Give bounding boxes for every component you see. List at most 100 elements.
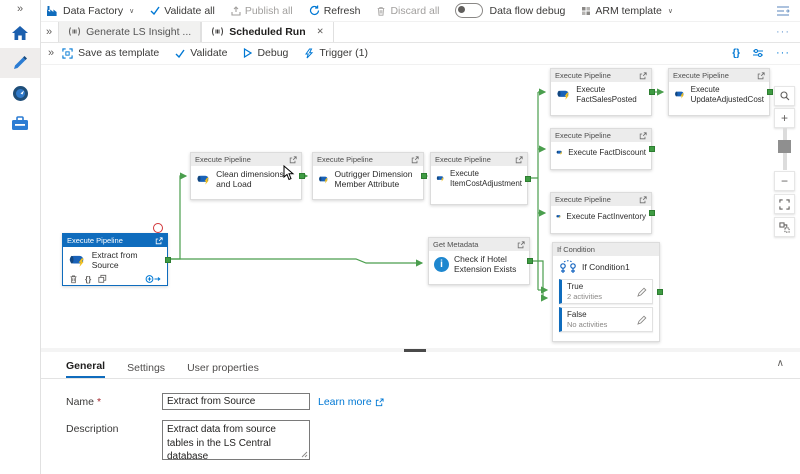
expand-tabs-button[interactable]: » [46,25,53,38]
chevron-down-icon: ∨ [667,7,674,15]
check-icon [175,49,185,58]
data-factory-menu[interactable]: Data Factory ∨ [46,5,134,17]
node-check-if-hotel-extension-exists[interactable]: Get Metadata i Check if Hotel Extension … [428,237,533,285]
auto-align-button[interactable] [774,217,795,237]
trigger-button[interactable]: Trigger (1) [304,47,368,59]
more-actions-menu[interactable]: ··· [776,47,790,59]
node-execute-factsalesposted[interactable]: Execute Pipeline Execute FactSalesPosted [550,68,655,116]
arm-template-label: ARM template [595,4,662,17]
delete-activity-icon[interactable] [69,274,78,284]
publish-all-button[interactable]: Publish all [231,5,293,17]
zoom-in-button[interactable]: + [774,108,795,128]
open-activity-icon[interactable] [639,71,647,80]
execute-pipeline-icon [557,90,569,100]
output-port[interactable] [649,146,655,152]
tab-scheduled-run[interactable]: Scheduled Run ✕ [201,21,334,42]
search-canvas-button[interactable] [774,86,795,106]
activity-code-icon[interactable]: {} [85,274,92,284]
output-port[interactable] [649,210,655,216]
output-port[interactable] [657,289,663,295]
zoom-out-button[interactable]: − [774,171,795,191]
node-name: Execute ItemCostAdjustment [449,169,523,188]
node-header: Execute Pipeline [551,69,651,82]
save-as-template-label: Save as template [78,47,160,59]
branch-label: False [567,310,587,319]
expand-sidebar-button[interactable]: » [16,3,24,15]
zoom-slider-handle[interactable] [778,140,791,153]
open-activity-icon[interactable] [289,155,297,164]
sidebar-item-author[interactable] [0,48,40,78]
if-true-branch[interactable]: True 2 activities [559,279,653,304]
node-execute-factdiscount[interactable]: Execute Pipeline Execute FactDiscount [550,128,655,170]
sidebar-item-home[interactable] [0,18,40,48]
output-port[interactable] [649,89,655,95]
pipeline-canvas[interactable]: Execute Pipeline Extract from Source {} … [40,64,800,348]
debug-button[interactable]: Debug [243,47,288,59]
open-activity-icon[interactable] [639,195,647,204]
get-metadata-icon: i [434,256,449,272]
panel-resize-handle[interactable] [404,348,426,352]
node-execute-updateadjustedcost[interactable]: Execute Pipeline Execute UpdateAdjustedC… [668,68,773,116]
sidebar-item-manage[interactable] [0,108,40,138]
show-notifications-panel-icon[interactable] [776,5,790,17]
open-activity-icon[interactable] [411,155,419,164]
node-name: Execute FactDiscount [568,147,646,157]
node-clean-dimensions-and-load[interactable]: Execute Pipeline Clean dimensions and Lo… [190,152,305,200]
node-if-condition1[interactable]: If Condition If Condition1 True 2 activi… [552,242,663,342]
output-port[interactable] [525,175,531,182]
open-activity-icon[interactable] [515,155,523,164]
tab-user-properties[interactable]: User properties [187,362,259,374]
lightning-icon [305,48,314,58]
open-activity-icon[interactable] [155,236,163,245]
pipeline-actions-toolbar: » Save as template Validate Debug Trigge… [40,42,800,65]
open-activity-icon[interactable] [517,240,525,249]
validate-all-button[interactable]: Validate all [150,5,215,17]
execute-pipeline-icon [556,215,561,219]
edit-branch-icon[interactable] [637,315,647,325]
settings-sliders-icon[interactable] [752,48,764,58]
gauge-icon [12,85,28,101]
output-port[interactable] [767,89,773,95]
output-port[interactable] [421,173,427,179]
tab-settings[interactable]: Settings [127,362,166,374]
chevron-down-icon: ∨ [129,7,135,15]
validate-label: Validate [190,47,228,59]
fit-to-screen-button[interactable] [774,194,795,214]
node-extract-from-source[interactable]: Execute Pipeline Extract from Source {} [62,223,171,286]
tab-generate-ls-insight[interactable]: Generate LS Insight ... [58,21,202,42]
edit-branch-icon[interactable] [637,287,647,297]
output-port[interactable] [299,173,305,179]
name-input[interactable] [162,393,310,410]
node-execute-itemcostadjustment[interactable]: Execute Pipeline Execute ItemCostAdjustm… [430,152,531,205]
expand-toolbar-button[interactable]: » [48,47,55,59]
clone-activity-icon[interactable] [98,274,107,284]
output-port[interactable] [527,258,533,264]
refresh-button[interactable]: Refresh [309,5,360,17]
learn-more-link[interactable]: Learn more [318,393,384,408]
description-textarea[interactable]: Extract data from source tables in the L… [162,420,310,460]
node-outrigger-dimension[interactable]: Execute Pipeline Outrigger Dimension Mem… [312,152,427,200]
collapse-panel-icon[interactable]: ∧ [776,358,784,369]
output-port[interactable] [165,256,171,263]
open-activity-icon[interactable] [757,71,765,80]
sidebar-item-monitor[interactable] [0,78,40,108]
arm-template-menu[interactable]: ARM template ∨ [581,5,673,17]
execute-pipeline-icon [556,150,563,155]
save-as-template-button[interactable]: Save as template [62,47,159,59]
data-flow-debug-toggle[interactable] [455,3,484,18]
node-execute-factinventory[interactable]: Execute Pipeline Execute FactInventory [550,192,655,234]
node-name: Execute UpdateAdjustedCost [690,85,765,104]
node-type-label: Execute Pipeline [555,195,611,204]
open-activity-icon[interactable] [639,131,647,140]
save-as-template-icon [62,47,73,59]
tab-general[interactable]: General [66,360,106,378]
if-false-branch[interactable]: False No activities [559,307,653,332]
data-flow-debug-text: Data flow debug [489,4,566,17]
add-output-icon[interactable] [145,274,161,284]
discard-all-button[interactable]: Discard all [376,5,439,17]
tab-overflow-menu[interactable]: ··· [776,25,790,38]
node-name: If Condition1 [582,261,630,272]
close-tab-icon[interactable]: ✕ [316,26,324,36]
code-view-button[interactable]: {} [732,47,740,59]
validate-button[interactable]: Validate [175,47,227,59]
